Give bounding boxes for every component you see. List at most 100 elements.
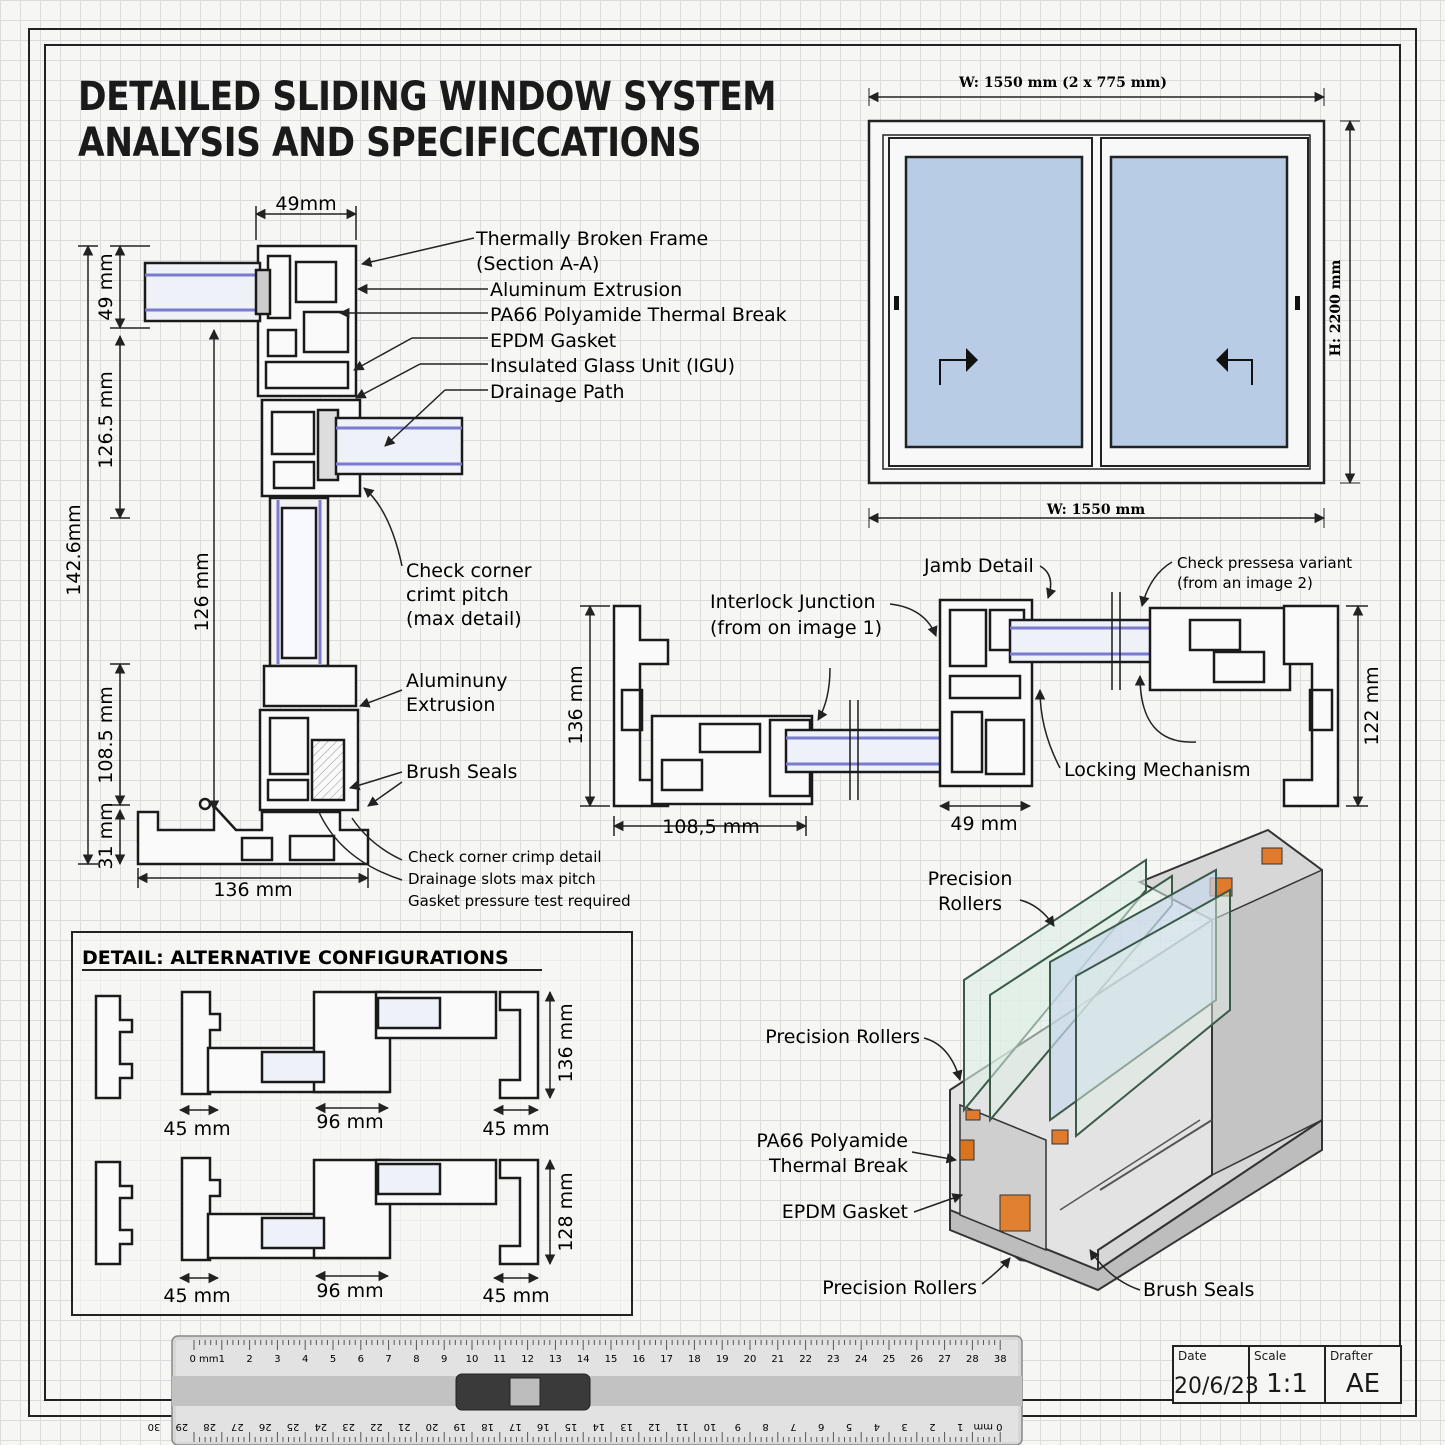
- ruler-top-label: 15: [605, 1354, 618, 1365]
- label-section-a-a: (Section A-A): [476, 253, 599, 275]
- ruler-top-label: 2: [246, 1354, 252, 1365]
- label-pa66-thermal-break: PA66 Polyamide Thermal Break: [490, 304, 787, 326]
- title-block-drafter: Drafter AE: [1330, 1349, 1381, 1399]
- alt-row1-mid: 96 mm: [316, 1111, 383, 1133]
- ruler-bottom-label: 25: [287, 1421, 300, 1432]
- ruler-bottom-label: 21: [398, 1421, 411, 1432]
- ruler-bottom-label: 15: [565, 1421, 578, 1432]
- ruler-bottom-label: 5: [846, 1421, 852, 1432]
- ruler-bottom-label: 22: [370, 1421, 383, 1432]
- label-check-presses-2: (from an image 2): [1177, 574, 1313, 592]
- plan-dim-136: 136 mm: [565, 665, 587, 744]
- ruler-bottom-label: 26: [259, 1421, 272, 1432]
- label-check-corner-2: crimt pitch: [406, 584, 509, 606]
- ruler-top-label: 20: [744, 1354, 757, 1365]
- label-iso-epdm: EPDM Gasket: [782, 1201, 908, 1223]
- label-iso-brush-seals: Brush Seals: [1143, 1279, 1254, 1301]
- ruler-bottom-label: 24: [314, 1421, 327, 1432]
- section-dim-1426: 142.6mm: [63, 504, 85, 595]
- ruler-bottom-label: 2: [929, 1421, 935, 1432]
- ruler-bottom-label: 28: [203, 1421, 216, 1432]
- alt-dimensions: [178, 990, 556, 1284]
- ruler-top-label: 22: [799, 1354, 812, 1365]
- plan-section: [612, 592, 1340, 808]
- section-dim-bottom: 136 mm: [213, 879, 292, 901]
- section-dim-126: 126 mm: [191, 552, 213, 631]
- ruler-top-label: 6: [358, 1354, 364, 1365]
- ruler-top-label: 16: [632, 1354, 645, 1365]
- elevation-bottom-width: W: 1550 mm: [1046, 502, 1145, 518]
- section-dim-49: 49 mm: [95, 253, 117, 320]
- section-callouts: Thermally Broken Frame (Section A-A) Alu…: [406, 228, 787, 910]
- ruler-bottom-label: 23: [342, 1421, 355, 1432]
- vertical-section: [136, 244, 464, 866]
- elevation-top-width: W: 1550 mm (2 x 775 mm): [958, 75, 1167, 91]
- alt-config-row-2: [94, 1156, 540, 1266]
- ruler-top-label: 38: [994, 1354, 1007, 1365]
- plan-dimensions: [580, 561, 1368, 836]
- label-precision-rollers-mid: Precision Rollers: [765, 1026, 920, 1048]
- section-dim-1265: 126.5 mm: [95, 371, 117, 468]
- window-elevation: [867, 88, 1360, 528]
- alt-labels: 45 mm 96 mm 45 mm 136 mm 45 mm 96 mm 45 …: [163, 1003, 577, 1307]
- right-handle-icon: [1295, 296, 1300, 310]
- ruler-top-label: 23: [827, 1354, 840, 1365]
- ruler-top-label: 4: [302, 1354, 308, 1365]
- ruler-bottom-label: 1: [957, 1421, 963, 1432]
- iso-leaders: [911, 899, 1141, 1291]
- alt-row2-mid: 96 mm: [316, 1280, 383, 1302]
- title-block-date: Date 20/6/23: [1174, 1347, 1259, 1402]
- label-locking-mechanism: Locking Mechanism: [1064, 759, 1251, 781]
- ruler-bottom-ticks: 0 mm123456789101112131415161718192021222…: [148, 1421, 1003, 1442]
- ruler-bottom-label: 0 mm: [973, 1421, 1002, 1432]
- ruler-top-label: 7: [385, 1354, 391, 1365]
- ruler-bottom-label: 14: [592, 1421, 605, 1432]
- ruler-top-label: 9: [441, 1354, 447, 1365]
- ruler-top-label: 13: [549, 1354, 562, 1365]
- label-interlock-1: Interlock Junction: [710, 591, 876, 613]
- label-interlock-2: (from on image 1): [710, 617, 882, 639]
- label-precision-rollers-top-2: Rollers: [938, 893, 1002, 915]
- title-block-scale: Scale 1:1: [1250, 1347, 1326, 1402]
- ruler-top-label: 19: [716, 1354, 729, 1365]
- ruler-bottom-label: 9: [735, 1421, 741, 1432]
- alt-row1-right: 45 mm: [482, 1118, 549, 1140]
- section-dimensions: [78, 206, 370, 888]
- section-dim-1085: 108.5 mm: [95, 686, 117, 783]
- section-dim-31: 31 mm: [95, 802, 117, 869]
- ruler-bottom-label: 3: [901, 1421, 907, 1432]
- ruler-bottom-label: 4: [874, 1421, 880, 1432]
- page-title: DETAILED SLIDING WINDOW SYSTEM ANALYSIS …: [78, 74, 777, 166]
- note-gasket: Gasket pressure test required: [408, 892, 631, 910]
- label-check-corner-1: Check corner: [406, 560, 532, 582]
- ruler-bottom-label: 29: [175, 1421, 188, 1432]
- label-drainage-path: Drainage Path: [490, 381, 625, 403]
- plan-dim-122: 122 mm: [1361, 666, 1383, 745]
- ruler-top-label: 25: [883, 1354, 896, 1365]
- ruler-bottom-label: 19: [453, 1421, 466, 1432]
- ruler-top-label: 10: [466, 1354, 479, 1365]
- label-brush-seals: Brush Seals: [406, 761, 517, 783]
- ruler-bottom-label: 27: [231, 1421, 244, 1432]
- ruler-top-label: 5: [330, 1354, 336, 1365]
- plan-callouts: Jamb Detail Check pressesa variant (from…: [565, 554, 1383, 838]
- label-aluminum-extrusion: Aluminum Extrusion: [490, 279, 682, 301]
- left-sash-glass: [904, 155, 1084, 449]
- ruler-top-label: 3: [274, 1354, 280, 1365]
- label-iso-pa66-1: PA66 Polyamide: [756, 1130, 908, 1152]
- ruler-bottom-label: 10: [704, 1421, 717, 1432]
- ruler-top-label: 28: [966, 1354, 979, 1365]
- ruler-top-label: 8: [413, 1354, 419, 1365]
- iso-callouts: Precision Rollers Precision Rollers PA66…: [756, 868, 1254, 1301]
- ruler-top-label: 12: [521, 1354, 534, 1365]
- ruler-top-label: 17: [660, 1354, 673, 1365]
- ruler-bottom-label: 18: [481, 1421, 494, 1432]
- ruler-bottom-label: 8: [762, 1421, 768, 1432]
- section-leaders: [317, 237, 488, 881]
- ruler-bottom-label: 11: [676, 1421, 689, 1432]
- alt-config-row-1: [94, 990, 540, 1100]
- ruler-bottom-label: 6: [818, 1421, 824, 1432]
